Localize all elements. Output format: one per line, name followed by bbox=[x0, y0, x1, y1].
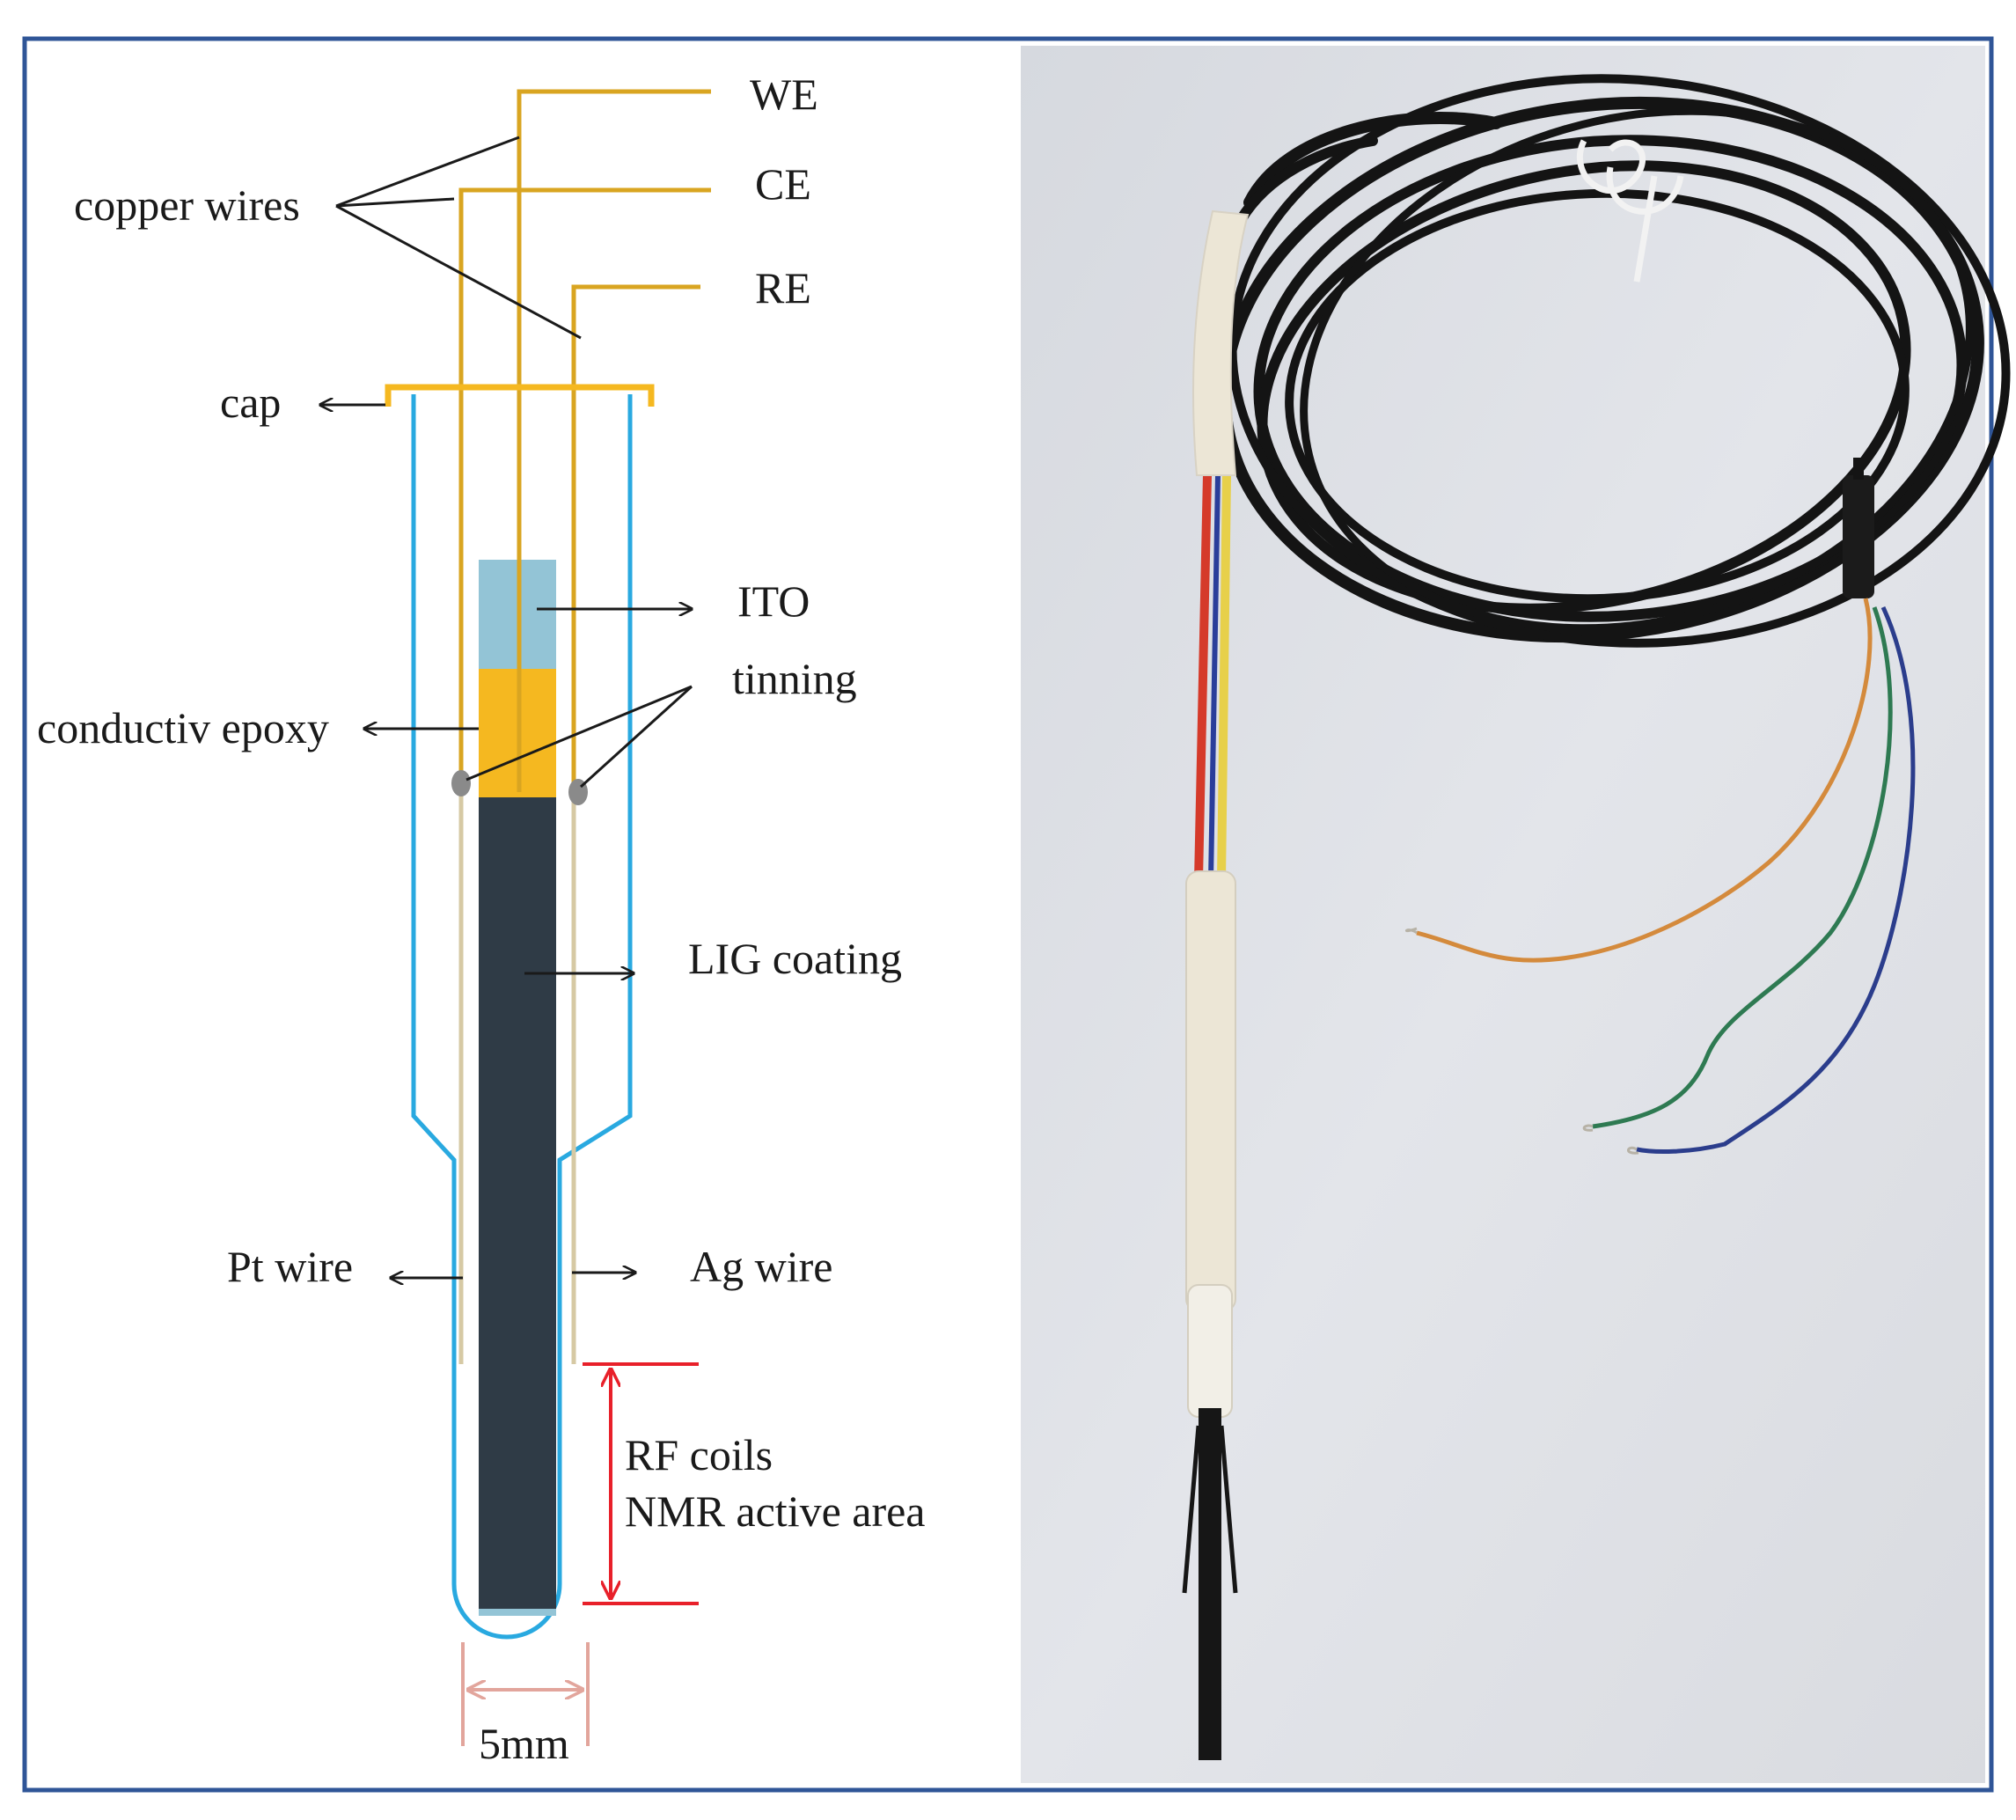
label-copper-wires: copper wires bbox=[74, 180, 300, 230]
cable-connector bbox=[1843, 475, 1874, 598]
label-we: WE bbox=[750, 70, 818, 119]
copper-wires-pointer-3 bbox=[335, 204, 582, 340]
probe-body bbox=[1182, 209, 1250, 1760]
label-tinning: tinning bbox=[732, 654, 857, 703]
tinning-pointer-2 bbox=[579, 685, 693, 789]
label-rf-coils: RF coils bbox=[625, 1430, 773, 1479]
label-pt-wire: Pt wire bbox=[227, 1242, 353, 1291]
blue-lead bbox=[1636, 605, 1916, 1154]
copper-wires-pointer-2 bbox=[335, 197, 455, 208]
copper-wire-re bbox=[571, 284, 700, 792]
lig-coating bbox=[479, 797, 556, 1609]
cap bbox=[385, 384, 655, 407]
label-ce: CE bbox=[755, 159, 811, 209]
label-lig-coating: LIG coating bbox=[688, 934, 902, 983]
label-re: RE bbox=[755, 263, 811, 312]
label-nmr-active-area: NMR active area bbox=[625, 1486, 926, 1536]
nmr-tube bbox=[411, 394, 633, 1640]
label-cap: cap bbox=[220, 378, 281, 427]
schematic-panel: WE CE RE copper wires cap ITO tinning co… bbox=[37, 70, 926, 1768]
bare-wire-ends bbox=[1405, 927, 1639, 1155]
copper-wires-pointer-1 bbox=[335, 136, 520, 208]
copper-wire-ce bbox=[458, 187, 711, 783]
copper-wire-we bbox=[517, 89, 711, 792]
cable-clips bbox=[1576, 139, 1684, 283]
tinning-dot-left bbox=[451, 770, 471, 796]
label-diameter: 5mm bbox=[479, 1719, 569, 1768]
label-ag-wire: Ag wire bbox=[690, 1242, 832, 1291]
label-conductive-epoxy: conductiv epoxy bbox=[37, 703, 329, 752]
orange-lead bbox=[1416, 598, 1873, 963]
green-lead bbox=[1592, 606, 1893, 1129]
label-ito: ITO bbox=[737, 576, 810, 626]
probe-photo bbox=[1021, 46, 2011, 1783]
photo-background bbox=[1021, 46, 1985, 1783]
coiled-cable bbox=[1219, 74, 2011, 648]
tinning-pointer-1 bbox=[466, 685, 693, 782]
